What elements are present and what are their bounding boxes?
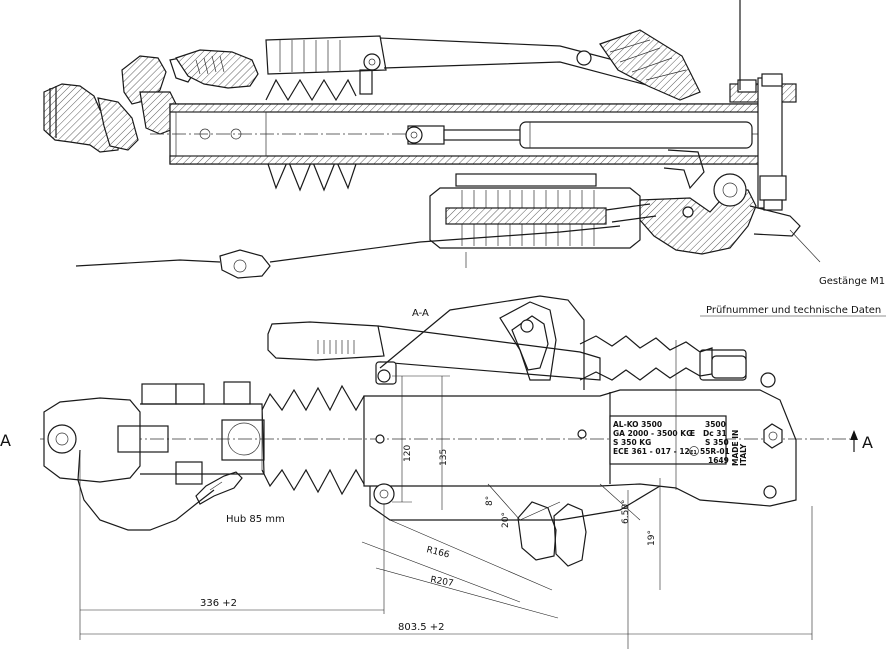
section-marker-right: A <box>862 433 873 452</box>
section-view-a-a: Gestänge M1 <box>43 0 885 287</box>
dim-8035: 803.5 +2 <box>398 622 445 633</box>
lever-arm <box>265 35 691 97</box>
handbrake-grip <box>175 49 259 89</box>
plate-country: ITALY <box>739 443 748 466</box>
plate-line1-left: AL-KO 3500 <box>613 420 662 429</box>
gestaenge-label: Gestänge M1 <box>819 276 885 287</box>
spring-bellows-plan <box>579 335 747 381</box>
section-arrow-icon <box>850 430 858 452</box>
plate-line3-left: S 350 KG <box>613 438 651 447</box>
bellows-plan <box>261 384 365 496</box>
plate-line1-right: 3500 <box>705 420 726 429</box>
plate-line4-left: ECE 361 - 017 - 12 <box>613 447 690 456</box>
rear-mounting <box>729 0 797 211</box>
handbrake-lever-plan <box>267 321 601 385</box>
dim-angle-19: 19° <box>647 530 657 546</box>
dimension-lines <box>79 315 886 649</box>
breakaway-cable <box>75 225 621 279</box>
section-label: A-A <box>412 308 429 319</box>
dim-r207: R207 <box>429 575 454 589</box>
rear-bolt <box>760 372 783 499</box>
spring-pack <box>429 173 657 268</box>
plan-view: AL-KO 3500 3500 GA 2000 - 3500 KG E Dc 3… <box>0 295 886 649</box>
plate-line2-right: Dc 31 <box>703 429 727 438</box>
type-plate: AL-KO 3500 3500 GA 2000 - 3500 KG E Dc 3… <box>609 415 748 466</box>
dim-angle-8: 8° <box>485 496 495 506</box>
brake-cam <box>639 149 821 263</box>
dim-angle-650: 6.50° <box>621 499 631 524</box>
dim-336: 336 +2 <box>200 598 237 609</box>
pruefnummer-label: Prüfnummer und technische Daten <box>706 305 881 316</box>
hub-label: Hub 85 mm <box>226 514 285 525</box>
dim-120: 120 <box>403 445 413 462</box>
e-mark-icon <box>689 446 699 456</box>
plate-line4-mark: E1 <box>690 450 697 456</box>
coupling-head <box>43 55 197 153</box>
shock-absorber <box>405 121 753 149</box>
plate-made-in: MADE IN <box>731 430 740 466</box>
plate-line2-mid: E <box>690 429 695 438</box>
dim-angle-20: 20° <box>501 512 511 528</box>
side-plate <box>369 295 661 567</box>
dim-135: 135 <box>439 449 449 466</box>
plate-line4-right: 55R-01 <box>700 447 730 456</box>
plate-line3-right: S 350 <box>705 438 729 447</box>
plate-line5-right: 1649 <box>708 456 729 465</box>
section-marker-left: A <box>0 431 11 450</box>
plate-line2-left: GA 2000 - 3500 KG <box>613 429 692 438</box>
spring-bellows-top <box>599 29 701 101</box>
dim-r166: R166 <box>425 545 450 560</box>
coupling-head-plan <box>43 381 265 485</box>
